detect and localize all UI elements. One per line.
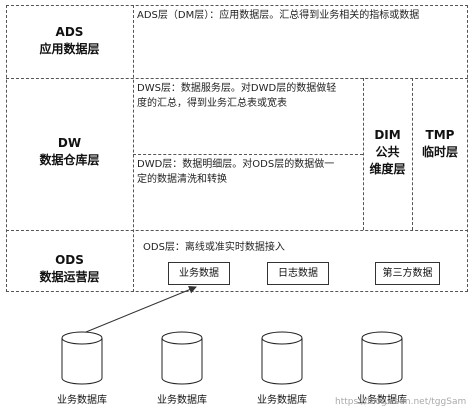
database-label-4: 业务数据库 — [357, 395, 407, 406]
database-icon-4 — [361, 331, 403, 385]
tmp-layer-title: TMP 临时层 — [412, 127, 468, 161]
separator-dw-ods — [6, 230, 468, 231]
tmp-layer-subtitle: 临时层 — [421, 145, 458, 159]
ods-layer-name: ODS — [55, 253, 84, 267]
separator-dim-left — [363, 78, 364, 230]
separator-title-column — [133, 5, 134, 292]
watermark: https://blog.csdn.net/tggSam — [335, 397, 467, 407]
tmp-layer-name: TMP — [425, 128, 455, 142]
database-icon-2 — [161, 331, 203, 385]
dw-layer-name: DW — [57, 136, 82, 150]
database-label-1: 业务数据库 — [57, 395, 107, 406]
ads-layer-description: ADS层（DM层）：应用数据层。汇总得到业务相关的指标或数据 — [137, 10, 420, 21]
dw-layer-subtitle: 数据仓库层 — [39, 153, 100, 167]
database-label-2: 业务数据库 — [157, 395, 207, 406]
ods-box-third-party-data: 第三方数据 — [375, 262, 440, 285]
ingest-arrow — [85, 285, 197, 333]
separator-ads-dw — [6, 78, 468, 79]
separator-dws-dwd — [133, 154, 363, 155]
database-label-3: 业务数据库 — [257, 395, 307, 406]
ods-layer-subtitle: 数据运营层 — [39, 270, 100, 284]
ods-layer-description: ODS层：离线或准实时数据接入 — [143, 242, 285, 253]
database-icon-3 — [261, 331, 303, 385]
dws-layer-description: DWS层：数据服务层。对DWD层的数据做轻 度的汇总，得到业务汇总表或宽表 — [137, 81, 361, 111]
ods-box-log-data: 日志数据 — [267, 262, 329, 285]
database-icon-1 — [61, 331, 103, 385]
ads-layer-title: ADS 应用数据层 — [6, 24, 133, 58]
dws-description-line-2: 度的汇总，得到业务汇总表或宽表 — [137, 98, 287, 109]
ods-box-business-data: 业务数据 — [168, 262, 230, 285]
dim-layer-line-2: 公共 — [375, 145, 400, 159]
dim-layer-line-3: 维度层 — [369, 162, 406, 176]
dim-layer-title: DIM 公共 维度层 — [363, 127, 412, 178]
separator-dim-tmp — [412, 78, 413, 230]
dim-layer-name: DIM — [374, 128, 401, 142]
ods-layer-title: ODS 数据运营层 — [6, 252, 133, 286]
dwd-layer-description: DWD层：数据明细层。对ODS层的数据做一 定的数据清洗和转换 — [137, 157, 361, 187]
dws-description-line-1: DWS层：数据服务层。对DWD层的数据做轻 — [137, 83, 337, 94]
ads-layer-name: ADS — [55, 25, 84, 39]
diagram-frame — [6, 5, 468, 292]
dw-layer-title: DW 数据仓库层 — [6, 135, 133, 169]
dwd-description-line-2: 定的数据清洗和转换 — [137, 174, 227, 185]
dwd-description-line-1: DWD层：数据明细层。对ODS层的数据做一 — [137, 159, 335, 170]
ads-layer-subtitle: 应用数据层 — [39, 42, 100, 56]
